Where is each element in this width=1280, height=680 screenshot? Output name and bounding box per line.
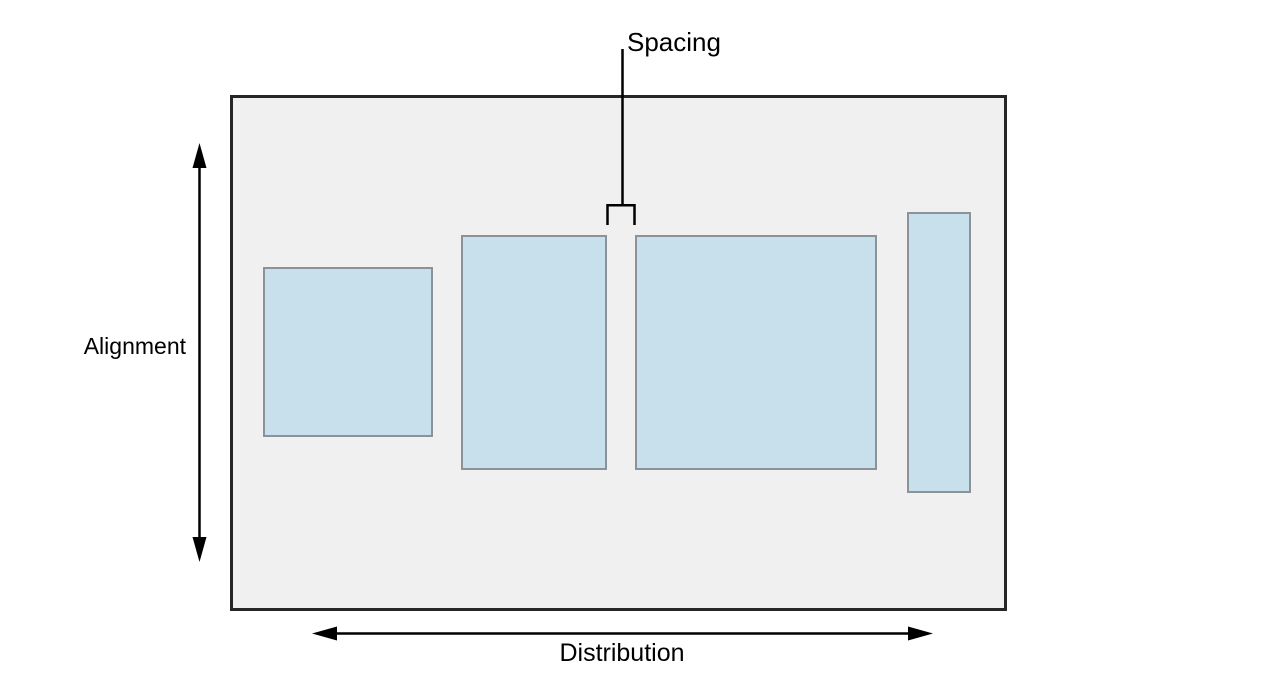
layout-box-4 bbox=[907, 212, 971, 493]
alignment-arrow bbox=[192, 143, 207, 562]
arrowhead-left-icon bbox=[312, 626, 337, 641]
distribution-label: Distribution bbox=[559, 639, 685, 667]
layout-box-1 bbox=[263, 267, 433, 437]
spacing-label: Spacing bbox=[627, 27, 721, 57]
layout-box-3 bbox=[635, 235, 877, 470]
alignment-label: Alignment bbox=[83, 333, 186, 359]
arrowhead-down-icon bbox=[192, 537, 207, 562]
arrowhead-right-icon bbox=[908, 626, 933, 641]
layout-box-2 bbox=[461, 235, 607, 470]
arrowhead-up-icon bbox=[192, 143, 207, 168]
